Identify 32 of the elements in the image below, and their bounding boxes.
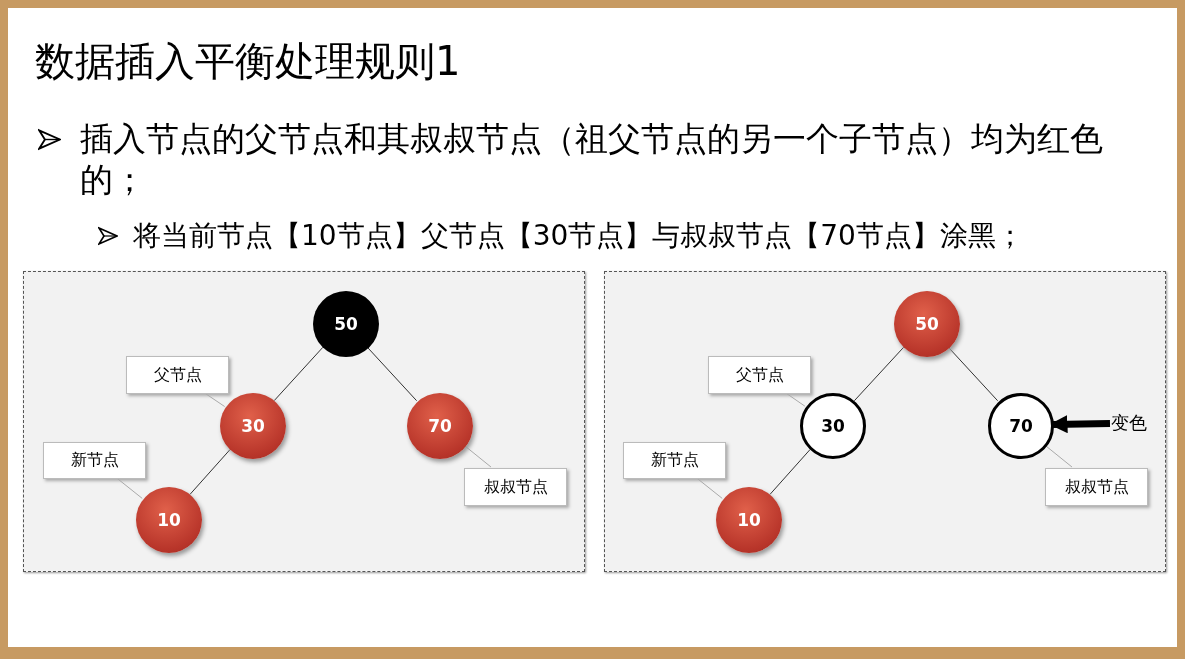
leader-line <box>1045 445 1073 468</box>
tree-node-circle: 50 <box>313 291 379 357</box>
leader-line <box>696 477 723 499</box>
sub-bullet-text: 将当前节点【10节点】父节点【30节点】与叔叔节点【70节点】涂黑； <box>133 218 1025 253</box>
diagram-panel <box>604 271 1166 572</box>
tree-node-circle: 70 <box>988 393 1054 459</box>
tree-edge <box>853 346 905 402</box>
tree-edge <box>769 449 811 495</box>
tree-node-circle: 50 <box>894 291 960 357</box>
leader-line <box>464 445 492 468</box>
leader-line <box>204 392 226 408</box>
tree-edge <box>366 346 418 402</box>
callout-box: 父节点 <box>708 356 811 394</box>
tree-node-circle: 10 <box>136 487 202 553</box>
callout-box: 新节点 <box>43 442 146 479</box>
tree-edge <box>189 449 231 495</box>
tree-edge <box>273 346 324 402</box>
tree-node-circle: 30 <box>220 393 286 459</box>
callout-box: 叔叔节点 <box>1045 468 1148 506</box>
leader-line <box>785 392 806 407</box>
callout-box: 叔叔节点 <box>464 468 567 506</box>
slide-title: 数据插入平衡处理规则1 <box>35 37 461 86</box>
tree-node-circle: 70 <box>407 393 473 459</box>
callout-box: 父节点 <box>126 356 229 394</box>
bullet-text: 插入节点的父节点和其叔叔节点（祖父节点的另一个子节点）均为红色的； <box>80 118 1104 201</box>
tree-node-circle: 10 <box>716 487 782 553</box>
tree-node-circle: 30 <box>800 393 866 459</box>
tree-edge <box>947 346 999 402</box>
callout-box: 新节点 <box>623 442 726 479</box>
leader-line <box>116 477 143 499</box>
annotation-text: 变色 <box>1111 411 1157 437</box>
diagram-panel <box>23 271 585 572</box>
